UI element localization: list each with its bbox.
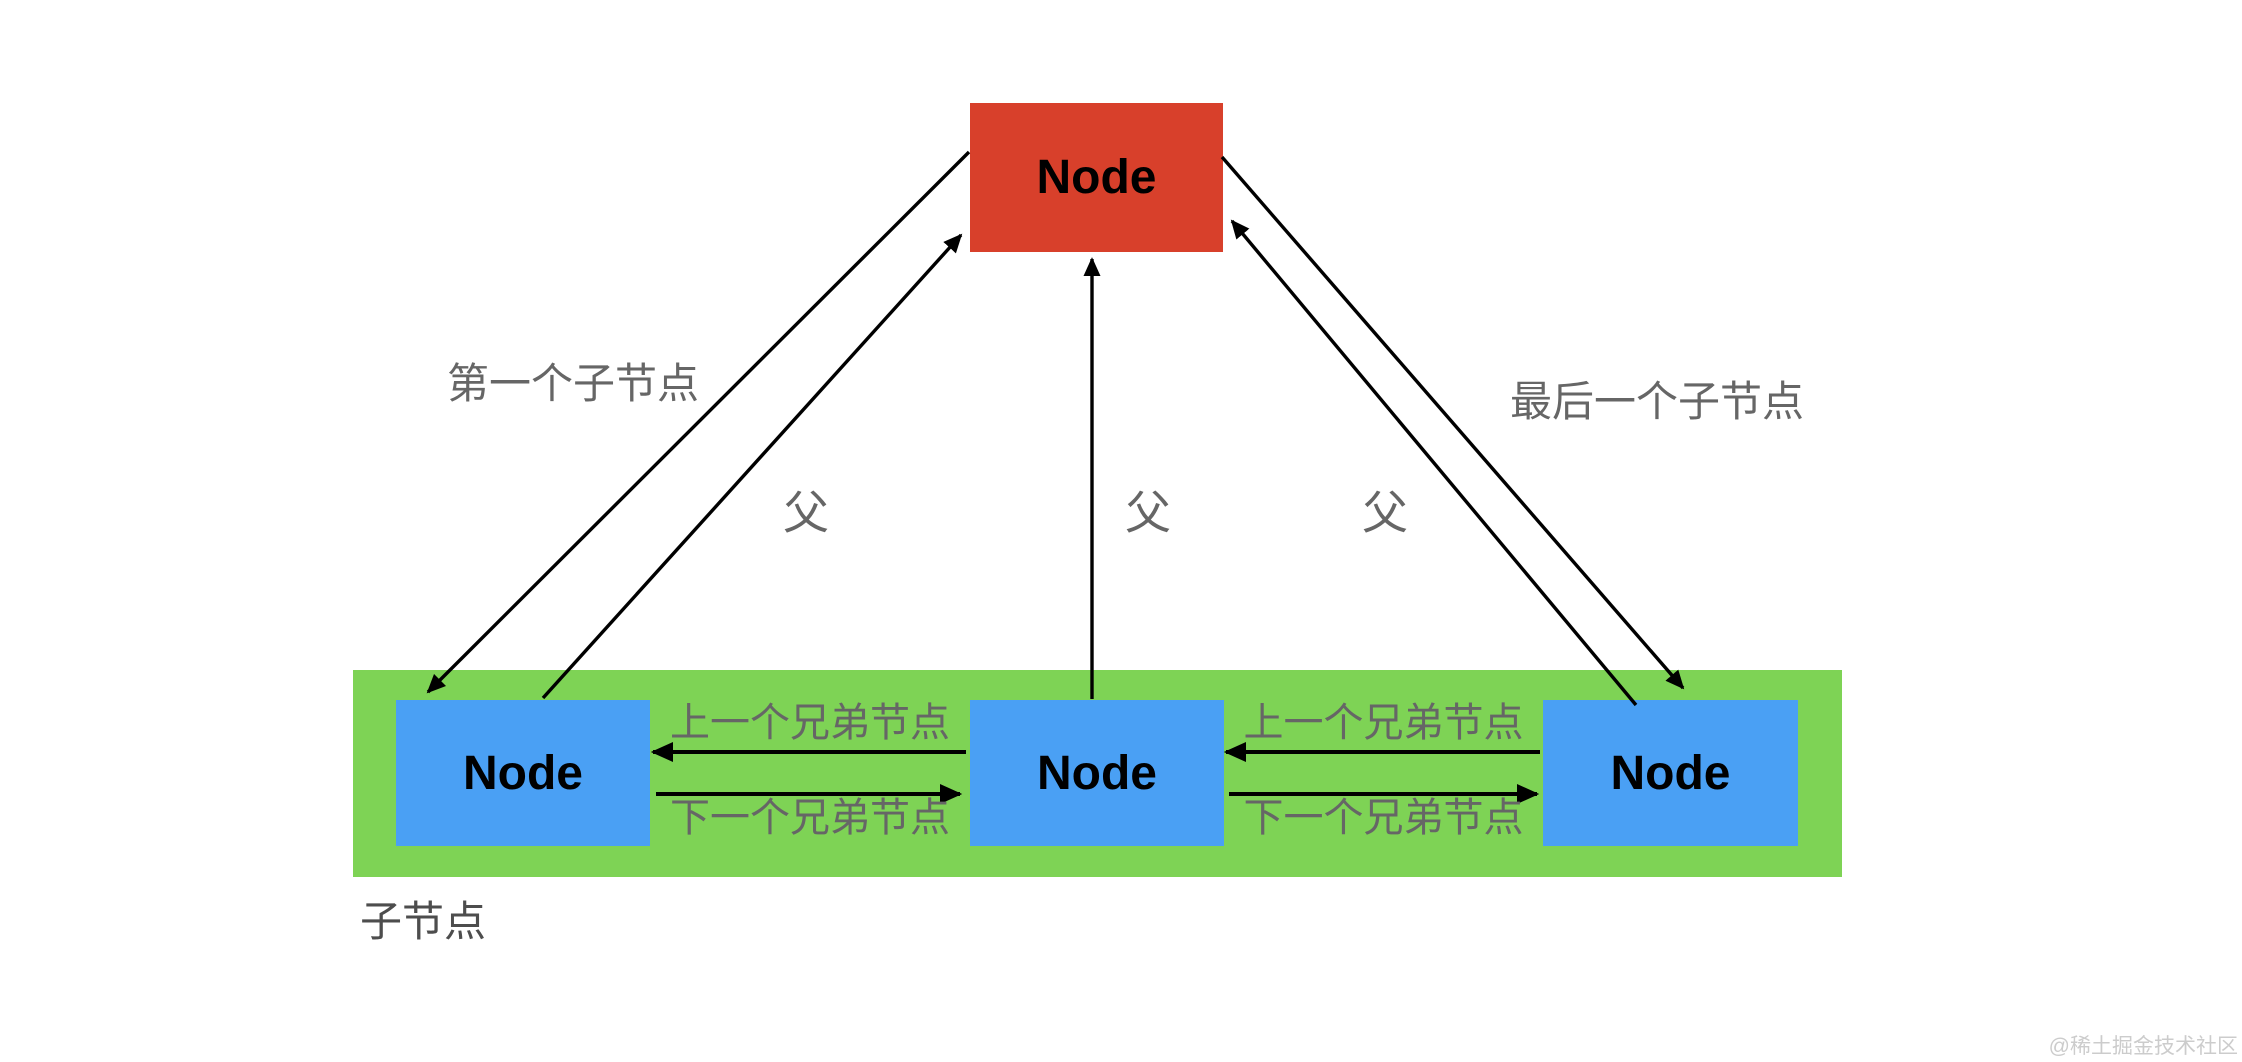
last-child-edge-label: 最后一个子节点: [1510, 378, 1805, 425]
parent-node-label: Node: [1036, 151, 1157, 204]
parent-edge-label-3: 父: [1362, 487, 1408, 539]
child-node-label-2: Node: [1037, 746, 1157, 800]
prev-sibling-edge-label-1: 上一个兄弟节点: [670, 701, 950, 745]
child-node-box-3: Node: [1543, 700, 1798, 846]
next-sibling-edge-label-2: 下一个兄弟节点: [1243, 796, 1524, 840]
first-child-edge-label: 第一个子节点: [447, 360, 700, 407]
parent-arrow-left-icon: [541, 233, 963, 700]
parent-arrow-right-icon: [1230, 219, 1638, 707]
child-node-label-3: Node: [1610, 746, 1731, 800]
parent-node-box: Node: [970, 103, 1223, 252]
next-sibling-edge-label-1: 下一个兄弟节点: [670, 796, 950, 840]
parent-edge-label-1: 父: [783, 487, 829, 539]
prev-sibling-edge-label-2: 上一个兄弟节点: [1243, 701, 1524, 745]
first-child-arrow-icon: [426, 150, 971, 694]
parent-edge-label-2: 父: [1125, 487, 1171, 539]
child-node-box-1: Node: [396, 700, 650, 846]
child-node-label-1: Node: [463, 746, 583, 800]
children-group-label: 子节点: [360, 898, 487, 945]
child-node-box-2: Node: [970, 700, 1224, 846]
watermark-text: @稀土掘金技术社区: [2048, 1035, 2238, 1058]
